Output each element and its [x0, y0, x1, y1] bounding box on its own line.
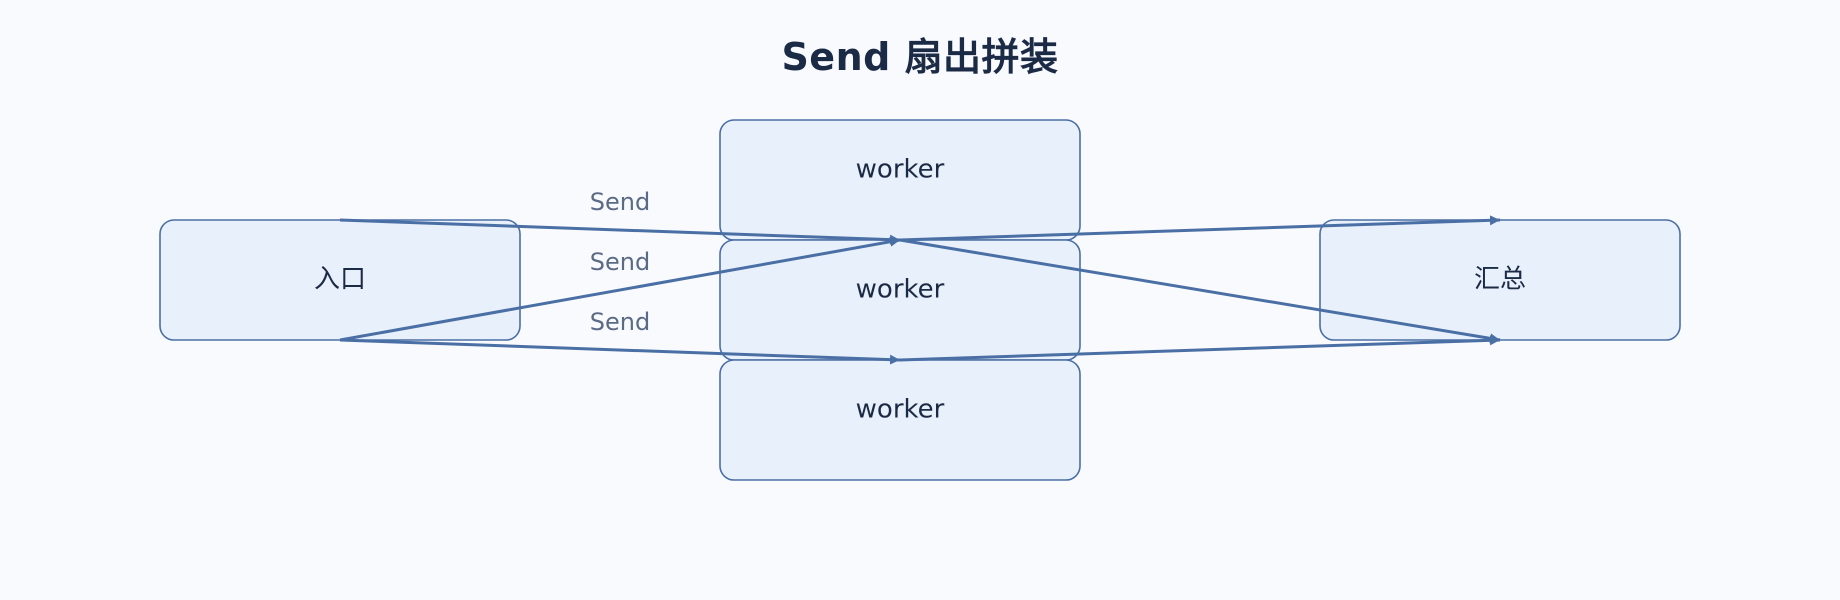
edge-entry-to-worker-bottom — [339, 338, 901, 365]
node-worker-1-label: worker — [856, 155, 945, 185]
node-worker-2-label: worker — [856, 275, 945, 305]
node-worker-3[interactable]: worker — [719, 359, 1081, 481]
node-summary[interactable]: 汇总 — [1319, 219, 1681, 341]
node-worker-1[interactable]: worker — [719, 119, 1081, 241]
edge-label-send-2: Send — [590, 248, 650, 276]
edge-entry-to-worker-mid — [339, 236, 901, 342]
edge-entry-to-worker-top — [339, 218, 901, 245]
node-worker-3-label: worker — [856, 395, 945, 425]
node-worker-2[interactable]: worker — [719, 239, 1081, 361]
edge-worker-to-summary-bottom — [899, 335, 1501, 362]
edge-worker-to-summary-mid — [899, 238, 1501, 344]
edge-worker-to-summary-top — [899, 215, 1501, 242]
node-entry-label: 入口 — [314, 265, 366, 295]
node-summary-label: 汇总 — [1474, 265, 1526, 295]
diagram-title: Send 扇出拼装 — [781, 35, 1059, 79]
edge-label-send-3: Send — [590, 308, 650, 336]
edge-label-send-1: Send — [590, 188, 650, 216]
node-entry[interactable]: 入口 — [159, 219, 521, 341]
